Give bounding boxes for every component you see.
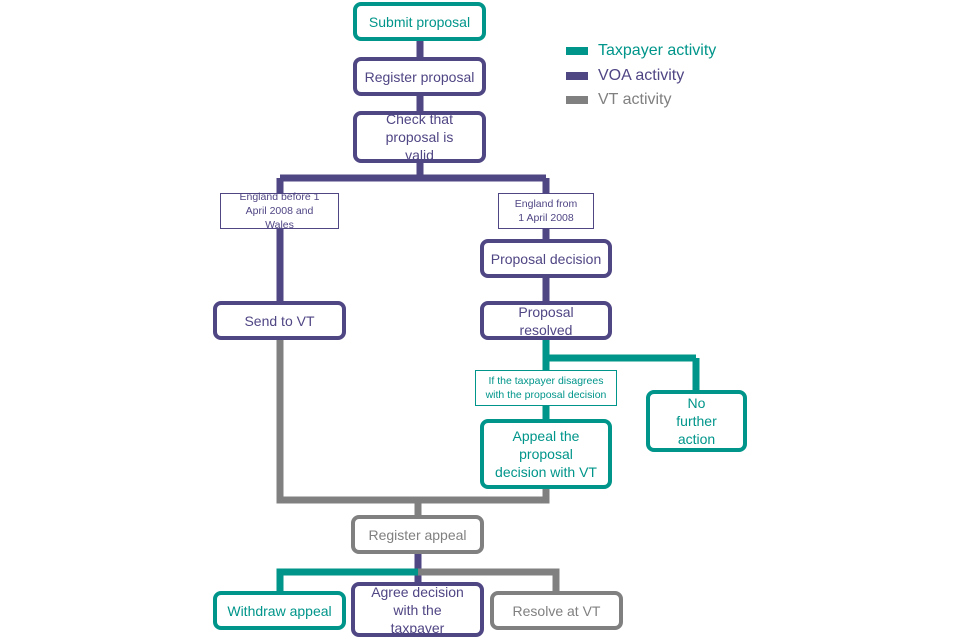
node-register-proposal: Register proposal bbox=[353, 57, 486, 96]
node-send-to-vt: Send to VT bbox=[213, 301, 346, 340]
node-register-appeal: Register appeal bbox=[351, 515, 484, 554]
condition-england-before: England before 1 April 2008 and Wales bbox=[220, 191, 339, 231]
legend-voa-label: VOA activity bbox=[598, 67, 685, 84]
legend-taxpayer: Taxpayer activity bbox=[566, 42, 716, 60]
legend-vt-label: VT activity bbox=[598, 91, 672, 108]
condition-taxpayer-disagrees: If the taxpayer disagrees with the propo… bbox=[475, 370, 617, 406]
node-check-valid: Check that proposal is valid bbox=[353, 111, 486, 163]
node-submit-proposal: Submit proposal bbox=[353, 2, 486, 41]
legend-taxpayer-swatch bbox=[566, 47, 588, 55]
legend-voa-swatch bbox=[566, 72, 588, 80]
legend-taxpayer-label: Taxpayer activity bbox=[598, 42, 717, 59]
node-withdraw-appeal: Withdraw appeal bbox=[213, 591, 346, 630]
connector-sendvt-down bbox=[276, 338, 550, 504]
legend-voa: VOA activity bbox=[566, 67, 684, 85]
node-proposal-resolved: Proposal resolved bbox=[480, 301, 612, 340]
legend-vt: VT activity bbox=[566, 91, 672, 109]
condition-england-from: England from 1 April 2008 bbox=[498, 193, 594, 229]
node-appeal-decision: Appeal the proposal decision with VT bbox=[480, 419, 612, 489]
legend-vt-swatch bbox=[566, 96, 588, 104]
node-resolve-at-vt: Resolve at VT bbox=[490, 591, 623, 630]
connector-resolve-vt bbox=[418, 568, 560, 594]
node-no-further-action: No further action bbox=[646, 390, 747, 452]
node-agree-decision: Agree decision with the taxpayer bbox=[351, 582, 484, 637]
node-proposal-decision: Proposal decision bbox=[480, 239, 612, 278]
connector-withdraw bbox=[276, 568, 418, 594]
